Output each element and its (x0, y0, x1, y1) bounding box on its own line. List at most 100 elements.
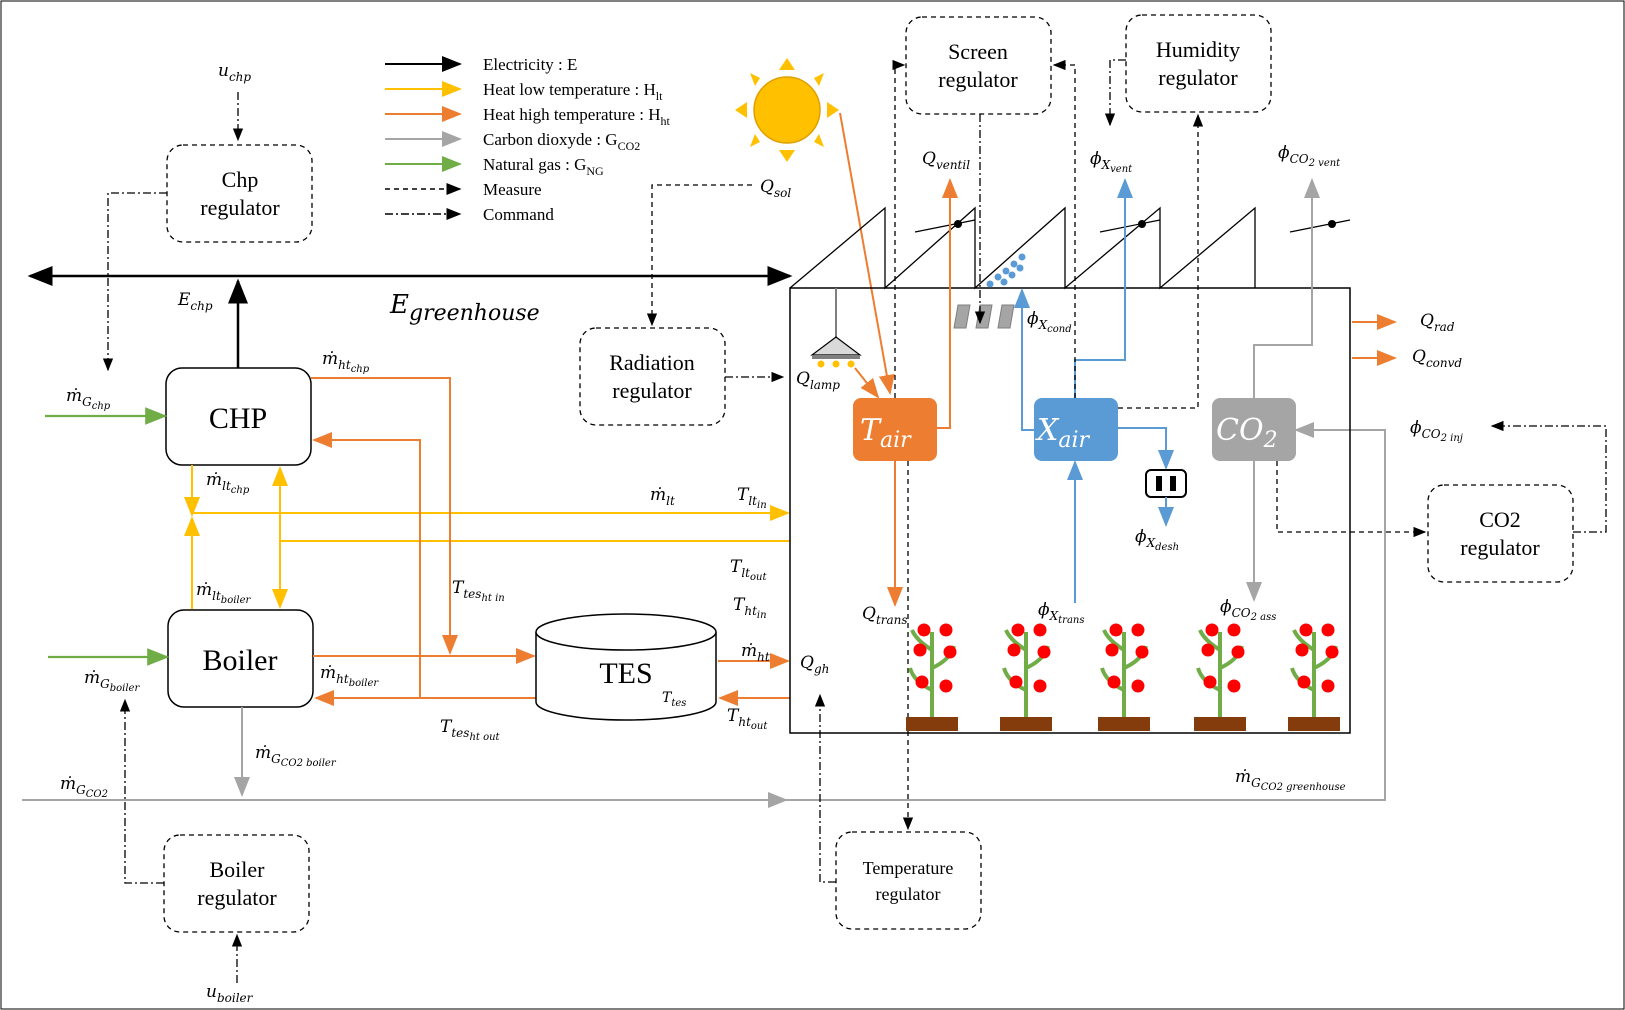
boiler-command-line (119, 698, 164, 884)
e-chp-label: Echp (177, 290, 213, 313)
m-g-chp-label: ṁGchp (66, 386, 111, 412)
m-g-co2-greenhouse-label: ṁGCO2 greenhouse (1235, 767, 1346, 793)
co2-to-regulator (1276, 461, 1427, 538)
t-air-label: Tair (860, 413, 912, 453)
legend-natural-gas: Natural gas : GNG (483, 155, 604, 178)
screen-shades (953, 304, 1015, 329)
legend-command: Command (483, 205, 554, 224)
phi-x-vent-line (1074, 178, 1133, 398)
co2-node (1212, 398, 1296, 461)
humidity-regulator-label-2: regulator (1158, 65, 1238, 90)
phi-x-desh-line (1118, 427, 1174, 470)
humidity-regulator-label: Humidity (1156, 37, 1240, 62)
screen-measure-in (1052, 59, 1076, 398)
t-ht-out-label: Thtout (727, 706, 768, 732)
legend-heat-low: Heat low temperature : Hlt (483, 80, 663, 103)
chp-unit-label: CHP (209, 402, 267, 435)
x-air-label: Xair (1035, 413, 1091, 453)
phi-x-trans-label: ϕXtrans (1038, 600, 1084, 626)
condensation-drops (986, 253, 1026, 288)
co2-regulator-label: CO2 (1479, 507, 1521, 532)
m-lt-boiler-label: ṁltboiler (196, 580, 252, 606)
legend-measure: Measure (483, 180, 542, 199)
co2-to-greenhouse (786, 422, 1386, 801)
chp-regulator-box (166, 144, 313, 243)
m-g-co2-label: ṁGCO2 (60, 774, 108, 800)
tes-label: TES (599, 657, 652, 690)
chp-ht-supply (311, 377, 458, 655)
q-ventil-label: Qventil (922, 149, 970, 172)
m-g-boiler-label: ṁGboiler (84, 668, 140, 694)
phi-x-vent-label: ϕXvent (1090, 149, 1133, 175)
co2-regulator-command (1490, 420, 1607, 533)
boiler-regulator-box (163, 834, 310, 933)
m-lt-chp-label: ṁltchp (206, 470, 250, 496)
t-tes-ht-out-label: Ttesht out (440, 717, 501, 743)
legend-heat-high: Heat high temperature : Hht (483, 105, 671, 128)
t-lt-out-label: Tltout (730, 557, 767, 583)
x-air-to-humidity (1118, 113, 1204, 409)
chp-regulator-label-2: regulator (200, 195, 280, 220)
tomato-plant (1194, 623, 1246, 731)
boiler-regulator-label-2: regulator (197, 885, 277, 910)
t-lt-in-label: Tltin (737, 485, 767, 511)
x-air-node (1034, 398, 1118, 461)
e-greenhouse-label: Egreenhouse (389, 290, 540, 326)
boiler-unit-label: Boiler (203, 644, 278, 677)
u-chp-label: uchp (218, 61, 251, 84)
tomato-plant (1000, 623, 1052, 731)
sun-icon (735, 58, 839, 162)
screen-regulator-box (905, 16, 1052, 115)
humidity-regulator-box (1125, 14, 1272, 113)
m-lt-label: ṁlt (650, 485, 675, 508)
lamp-heat-line (854, 367, 880, 399)
q-convd-label: Qconvd (1412, 347, 1462, 370)
temperature-regulator-label-2: regulator (876, 884, 941, 904)
q-gh-label: Qgh (800, 653, 829, 676)
t-tes-label: Ttes (662, 690, 686, 709)
ht-return-to-chp (312, 432, 421, 698)
phi-co2-ass-label: ϕCO2 ass (1220, 597, 1276, 623)
legend-electricity: Electricity : E (483, 55, 577, 74)
q-rad-label: Qrad (1420, 311, 1455, 334)
greenhouse-body (789, 287, 1351, 734)
dehumidifier-icon (1145, 469, 1187, 498)
boiler-regulator-label: Boiler (210, 857, 266, 882)
m-g-co2-boiler-label: ṁGCO2 boiler (255, 743, 337, 769)
co2-regulator-box (1427, 484, 1574, 583)
q-ventil-line (937, 178, 958, 429)
temperature-regulator-label: Temperature (863, 858, 954, 878)
t-ht-in-label: Thtin (733, 595, 767, 621)
temperature-regulator-box (835, 831, 982, 930)
temperature-command (814, 693, 836, 883)
co2-node-label: CO2 (1216, 413, 1278, 453)
phi-co2-vent-label: ϕCO2 vent (1278, 143, 1341, 169)
roof-vents (914, 219, 1351, 233)
phi-x-cond-line (1014, 288, 1034, 431)
q-lamp-label: Qlamp (796, 369, 840, 392)
t-air-node (853, 398, 937, 461)
q-sol-label: Qsol (760, 177, 791, 200)
phi-co2-inj-label: ϕCO2 inj (1410, 418, 1463, 444)
legend: Electricity : E Heat low temperature : H… (385, 55, 671, 224)
phi-x-cond-label: ϕXcond (1027, 309, 1072, 335)
co2-regulator-label-2: regulator (1460, 535, 1540, 560)
phi-x-desh-label: ϕXdesh (1135, 527, 1179, 553)
tes-tank (535, 613, 717, 721)
m-ht-chp-label: ṁhtchp (322, 349, 370, 375)
q-sol-measure (646, 184, 752, 327)
greenhouse-roof (789, 206, 1256, 290)
chp-regulator-label: Chp (222, 167, 259, 192)
m-ht-boiler-label: ṁhtboiler (320, 663, 379, 689)
legend-co2: Carbon dioxyde : GCO2 (483, 130, 640, 153)
sun-radiation-line (839, 112, 895, 395)
t-tes-ht-in-label: Ttesht in (452, 578, 505, 604)
u-boiler-label: uboiler (206, 982, 254, 1005)
chp-command-line (102, 192, 167, 372)
phi-co2-vent-line (1253, 178, 1320, 398)
humidity-command (1104, 59, 1126, 127)
q-trans-label: Qtrans (862, 604, 908, 627)
radiation-regulator-label-2: regulator (612, 378, 692, 403)
